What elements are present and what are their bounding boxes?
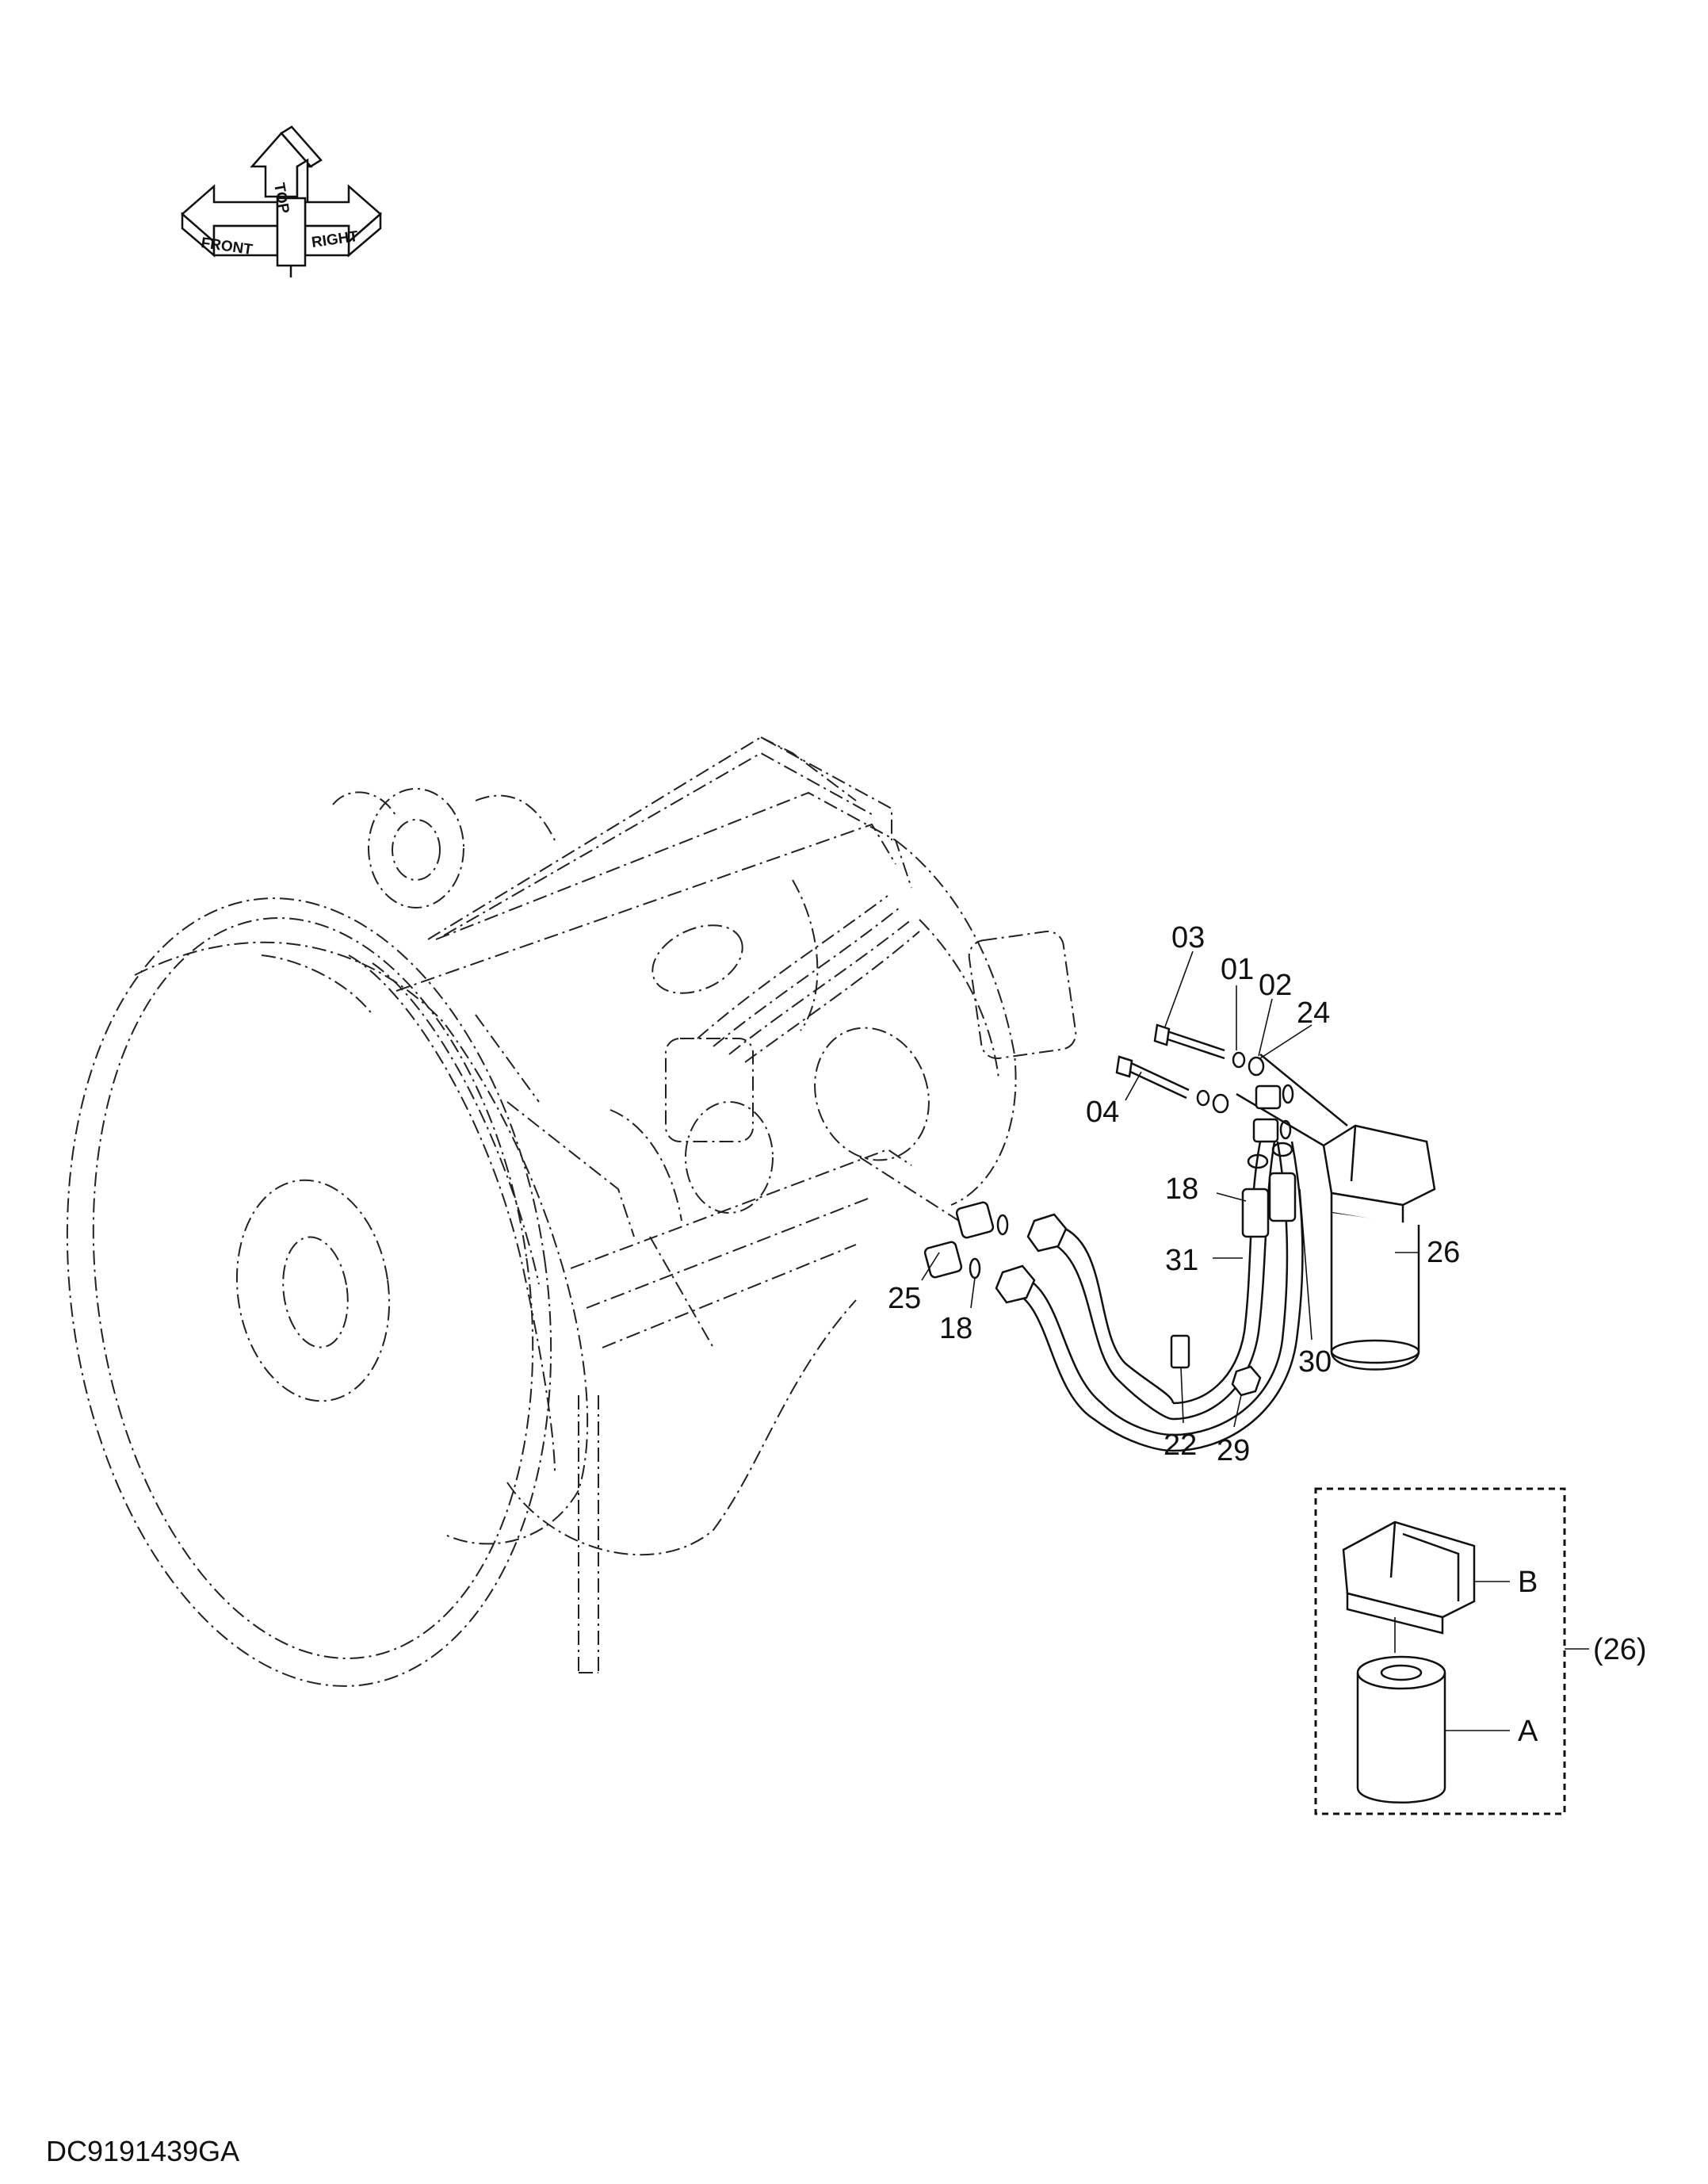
callout-24: 24 <box>1297 996 1330 1030</box>
callout-leaders <box>921 950 1419 1428</box>
callout-25: 25 <box>888 1282 921 1315</box>
callout-04: 04 <box>1086 1096 1119 1129</box>
callout-30: 30 <box>1298 1345 1332 1379</box>
callout-18-upper: 18 <box>1165 1172 1198 1206</box>
detail-box-26: B A (26) <box>1314 1487 1647 1815</box>
oil-line-assembly <box>923 1023 1436 1452</box>
callouts: 03 01 02 24 04 18 31 26 25 18 30 22 29 <box>888 921 1460 1467</box>
filter-head-icon <box>1236 1054 1436 1226</box>
orientation-arrows-icon: FRONT RIGHT TOP <box>181 125 382 277</box>
callout-31: 31 <box>1165 1244 1198 1277</box>
callout-26: 26 <box>1427 1236 1460 1269</box>
callout-29: 29 <box>1217 1434 1250 1467</box>
detail-filter-head-icon <box>1342 1520 1476 1653</box>
callout-18-lower: 18 <box>939 1312 972 1345</box>
engine-outline <box>66 736 1077 1687</box>
detail-label-b: B <box>1518 1566 1538 1599</box>
callout-02: 02 <box>1259 969 1292 1002</box>
filter-element-icon <box>1330 1213 1420 1371</box>
callout-22: 22 <box>1164 1429 1197 1462</box>
detail-label-a: A <box>1518 1715 1538 1748</box>
document-id: DC9191439GA <box>46 2135 240 2167</box>
detail-filter-element-icon <box>1356 1655 1446 1803</box>
bolt-04-icon <box>1115 1055 1190 1100</box>
callout-01: 01 <box>1221 953 1254 986</box>
bolt-03-icon <box>1153 1023 1225 1060</box>
detail-group-label: (26) <box>1593 1633 1647 1666</box>
callout-03: 03 <box>1171 921 1205 954</box>
